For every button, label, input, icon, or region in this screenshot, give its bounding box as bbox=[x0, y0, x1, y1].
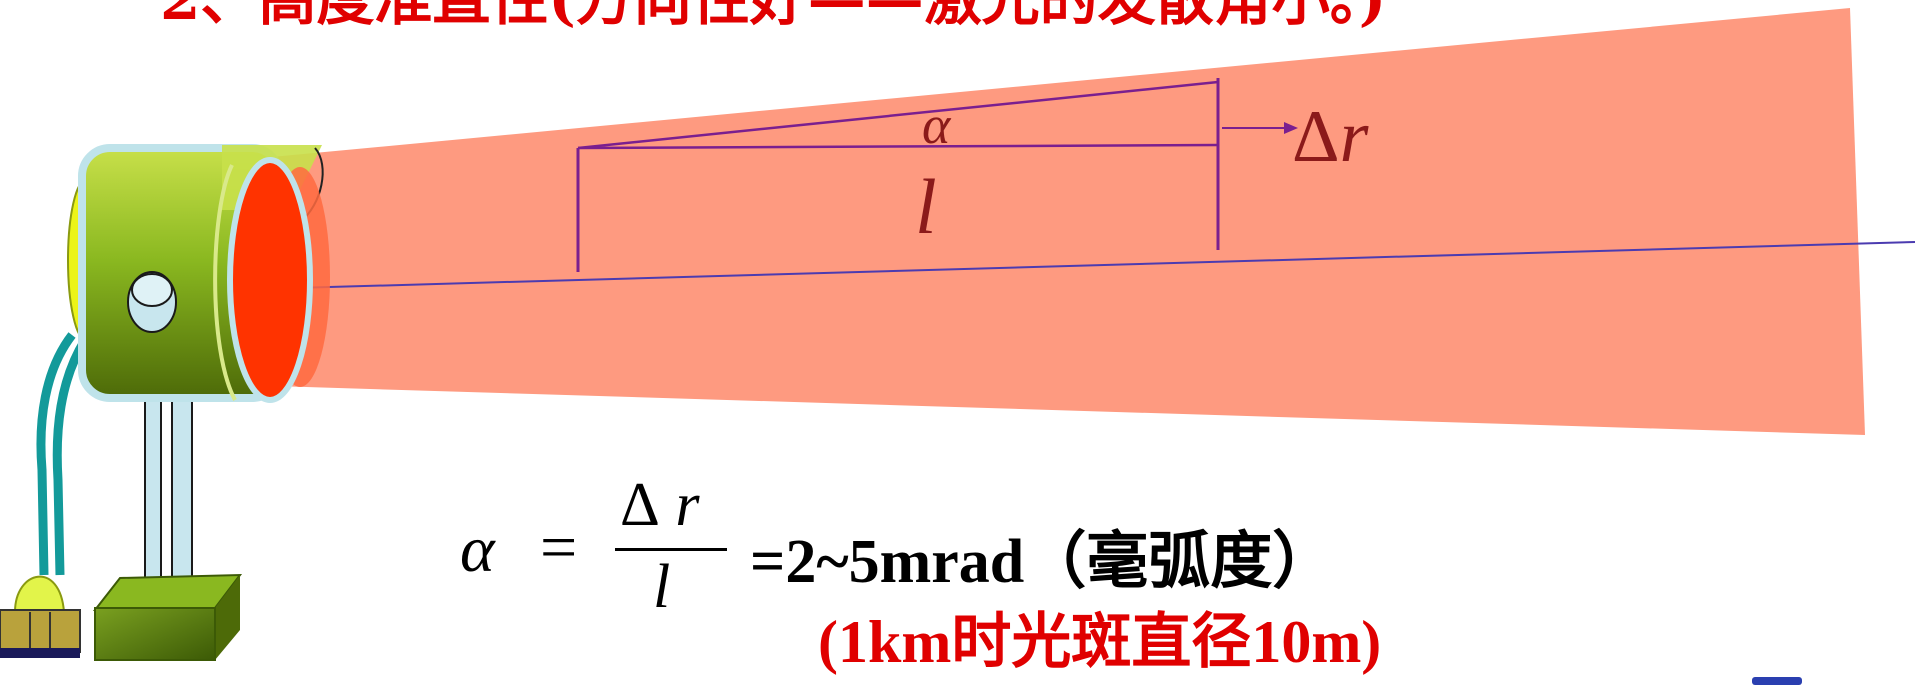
plug-dome bbox=[13, 575, 66, 613]
laser-aperture bbox=[227, 157, 313, 403]
laser-beam bbox=[240, 8, 1865, 435]
slide-title: 2、高度准直性(方向性好——激光的发散角小。) bbox=[160, 0, 1710, 28]
power-cable-2 bbox=[52, 337, 89, 576]
length-label: l bbox=[915, 163, 937, 250]
formula-numerator: Δ r bbox=[620, 470, 700, 541]
power-cable bbox=[36, 332, 76, 576]
length-line bbox=[577, 143, 1219, 150]
divergence-ray-line bbox=[577, 80, 1219, 150]
plug-foot bbox=[0, 648, 80, 658]
formula-denominator: l bbox=[653, 553, 671, 621]
plug-base bbox=[0, 609, 81, 653]
stand-base-front bbox=[94, 607, 216, 661]
delta-pointer-arrowhead bbox=[1284, 122, 1298, 134]
corner-decoration bbox=[1752, 677, 1802, 685]
stand-base-side bbox=[215, 575, 240, 660]
formula-fraction-bar bbox=[615, 548, 727, 551]
stand-pole-back bbox=[171, 379, 193, 581]
spot-size-note: (1km时光斑直径10m) bbox=[818, 609, 1382, 675]
formula-result: =2~5mrad（毫弧度） bbox=[750, 528, 1335, 596]
formula-delta: Δ bbox=[620, 471, 660, 539]
radius-symbol: r bbox=[1339, 96, 1369, 178]
formula-r: r bbox=[675, 471, 700, 539]
beam-axis-line bbox=[224, 241, 1915, 291]
delta-symbol: Δ bbox=[1292, 96, 1340, 178]
laser-rim-highlight bbox=[213, 164, 237, 401]
angle-label: α bbox=[922, 95, 951, 155]
formula-alpha: α bbox=[460, 513, 495, 586]
formula-equals: = bbox=[540, 511, 578, 584]
delta-r-label: Δr bbox=[1292, 100, 1368, 174]
pivot-knob-cap bbox=[131, 273, 173, 307]
